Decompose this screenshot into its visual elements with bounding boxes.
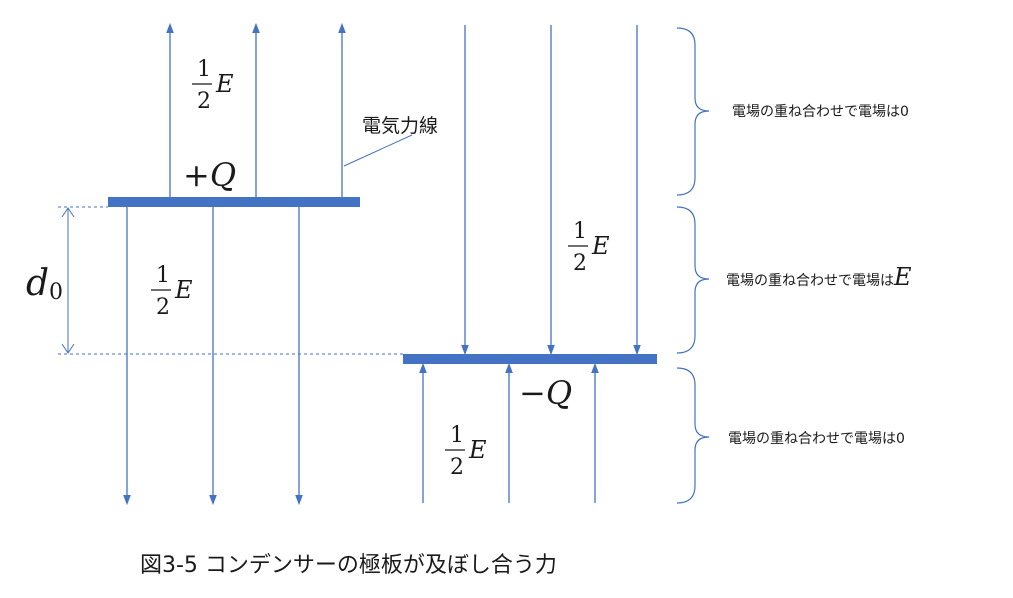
- field-lines-above-negative-plate: [461, 25, 641, 356]
- svg-text:E: E: [174, 276, 193, 304]
- half-field-label-top: 1 2 E: [192, 57, 234, 114]
- region-label-top: 電場の重ね合わせで電場は0: [732, 104, 909, 120]
- brace-top: [676, 27, 710, 196]
- region-braces: [676, 27, 710, 504]
- svg-text:2: 2: [450, 455, 464, 480]
- positive-charge-label: +Q: [183, 156, 236, 194]
- gap-symbol: d: [26, 263, 49, 304]
- svg-text:2: 2: [573, 251, 587, 276]
- half-field-label-bottom: 1 2 E: [445, 423, 487, 480]
- field-lines-below-negative-plate: [419, 362, 599, 503]
- field-line-label: 電気力線: [362, 115, 438, 137]
- gap-dimension: d0: [26, 206, 403, 355]
- negative-charge-label: −Q: [519, 374, 572, 412]
- half-field-label-right: 1 2 E: [568, 219, 610, 276]
- svg-text:2: 2: [156, 295, 170, 320]
- svg-text:1: 1: [197, 57, 211, 82]
- svg-text:E: E: [215, 70, 234, 98]
- region-label-bottom: 電場の重ね合わせで電場は0: [728, 431, 905, 447]
- svg-text:E: E: [468, 436, 487, 464]
- svg-text:1: 1: [156, 263, 170, 288]
- svg-text:1: 1: [573, 219, 587, 244]
- field-line-leader: [343, 134, 413, 167]
- svg-text:1: 1: [450, 423, 464, 448]
- gap-arrowhead-up: [61, 207, 75, 218]
- svg-text:E: E: [591, 232, 610, 260]
- brace-middle: [676, 206, 710, 354]
- gap-label: d0: [26, 263, 63, 305]
- region-label-middle: 電場の重ね合わせで電場はE: [726, 263, 912, 291]
- half-field-label-left: 1 2 E: [151, 263, 193, 320]
- gap-subscript: 0: [49, 280, 63, 305]
- gap-arrowhead-down: [61, 343, 75, 354]
- field-lines-above-positive-plate: [166, 22, 346, 197]
- figure-caption: 図3-5 コンデンサーの極板が及ぼし合う力: [140, 553, 557, 578]
- positive-plate: [108, 197, 360, 207]
- brace-bottom: [676, 367, 710, 504]
- field-lines-below-positive-plate: [123, 207, 303, 506]
- svg-text:2: 2: [197, 89, 211, 114]
- negative-plate: [403, 354, 657, 364]
